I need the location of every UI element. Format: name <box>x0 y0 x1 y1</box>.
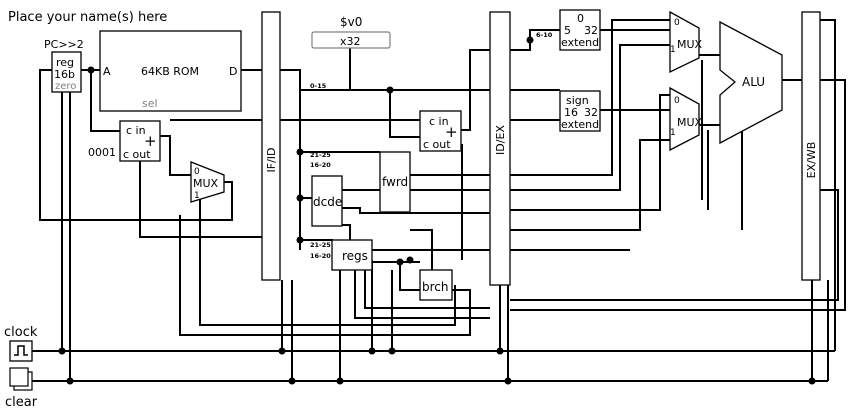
clear-button[interactable] <box>9 367 29 387</box>
decoder: dcde <box>311 175 343 227</box>
branch-adder-box <box>419 110 462 152</box>
pc-adder-cin: c in <box>126 124 146 137</box>
pc-register-box <box>51 51 82 93</box>
register-file: regs <box>331 239 373 271</box>
pipeline-ifid: IF/ID <box>261 11 281 281</box>
regs-box <box>331 239 373 271</box>
clear-label: clear <box>5 395 38 410</box>
pc-adder-constant: 0001 <box>88 146 116 159</box>
forwarding-unit: fwrd <box>379 151 411 213</box>
alu-mux-a: 0 1 MUX <box>669 10 703 74</box>
v0-probe: $v0 x32 <box>311 15 391 49</box>
regs-name: regs <box>342 249 368 263</box>
splitter-label: 21-25 <box>310 241 331 249</box>
zero-extend: 0 5 32 extend <box>559 9 601 51</box>
sign-extend-name: extend <box>561 118 599 131</box>
alu-mux-b-shape <box>669 86 700 152</box>
alu: ALU <box>719 20 783 145</box>
forward-box <box>379 151 411 213</box>
alu-mux-a-shape <box>669 10 700 74</box>
exwb-label: EX/WB <box>805 142 818 179</box>
rom-block: A 64KB ROM D sel <box>99 30 242 112</box>
junction-dots <box>58 36 816 385</box>
ifid-register <box>261 11 281 281</box>
probe-box <box>311 31 391 49</box>
pc-register: PC>>2 reg 16b zero <box>44 38 84 93</box>
alu-mux-b-in0: 0 <box>674 96 680 106</box>
forward-name: fwrd <box>382 175 408 189</box>
pc-mux-name: MUX <box>193 177 219 190</box>
pc-register-zero: zero <box>55 81 76 92</box>
zero-extend-name: extend <box>561 36 599 49</box>
splitter-label: 6-10 <box>536 31 553 39</box>
sign-extend-out: 32 <box>584 106 598 119</box>
splitter-label: 16-20 <box>310 161 331 169</box>
alu-mux-a-name: MUX <box>677 38 703 51</box>
rom-sel: sel <box>142 97 158 110</box>
pc-adder-cout: c out <box>123 148 151 161</box>
decoder-box <box>311 175 343 227</box>
idex-label: ID/EX <box>494 125 507 155</box>
clock-button[interactable] <box>9 340 33 362</box>
rom-port-d: D <box>229 65 237 78</box>
sign-extend-title: sign <box>566 94 589 107</box>
branch-adder: c in c out + <box>419 110 462 152</box>
pc-adder-plus: + <box>144 132 157 150</box>
clock-wave-icon <box>14 345 28 356</box>
clock-control[interactable]: clock <box>4 325 38 362</box>
branch-adder-plus: + <box>445 123 458 141</box>
zero-extend-zero: 0 <box>577 12 584 25</box>
pc-mux-in1: 1 <box>194 191 200 201</box>
alu-shape <box>719 20 783 145</box>
pipeline-idex: ID/EX <box>489 11 511 286</box>
alu-mux-b: 0 1 MUX <box>669 86 703 152</box>
pc-adder-box <box>119 120 161 162</box>
pipeline-exwb: EX/WB <box>801 11 821 281</box>
pc-mux-shape <box>190 161 225 203</box>
branch-name: brch <box>422 280 449 294</box>
zero-extend-box <box>559 9 601 51</box>
decoder-name: dcde <box>313 195 342 209</box>
rom-port-a: A <box>103 65 111 78</box>
splitter-label: 21-25 <box>310 151 331 159</box>
branch-box <box>419 269 453 301</box>
branch-adder-cout: c out <box>423 138 451 151</box>
probe-value: x32 <box>340 35 361 48</box>
clock-label: clock <box>4 325 38 340</box>
pc-mux: 0 1 MUX <box>190 161 225 203</box>
sign-extend: sign 16 32 extend <box>559 90 601 132</box>
alu-mux-b-name: MUX <box>677 116 703 129</box>
page-title: Place your name(s) here <box>8 10 167 25</box>
zero-extend-out: 32 <box>584 24 598 37</box>
ifid-label: IF/ID <box>265 148 278 173</box>
clear-control[interactable]: clear <box>5 367 38 410</box>
pc-mux-in0: 0 <box>194 167 200 177</box>
exwb-register <box>801 11 821 281</box>
alu-mux-b-in1: 1 <box>670 128 676 138</box>
pc-register-width: 16b <box>54 68 75 81</box>
branch-adder-cin: c in <box>429 115 449 128</box>
idex-register <box>489 11 511 286</box>
splitter-label: 0-15 <box>310 82 327 90</box>
rom-box <box>99 30 242 112</box>
probe-label: $v0 <box>340 15 362 29</box>
splitter-label: 16-20 <box>310 252 331 260</box>
alu-mux-a-in0: 0 <box>674 18 680 28</box>
zero-extend-in: 5 <box>564 24 571 37</box>
alu-name: ALU <box>742 75 765 89</box>
alu-mux-a-in1: 1 <box>670 45 676 55</box>
pc-caption: PC>>2 <box>44 38 84 51</box>
pc-register-name: reg <box>56 56 74 69</box>
sign-extend-in: 16 <box>564 106 578 119</box>
rom-name: 64KB ROM <box>141 65 199 78</box>
pc-adder: c in c out + 0001 <box>88 120 161 162</box>
splitters: 0-15 21-25 16-20 21-25 16-20 6-10 <box>310 31 553 260</box>
sign-extend-box <box>559 90 601 132</box>
branch-unit: brch <box>419 269 453 301</box>
